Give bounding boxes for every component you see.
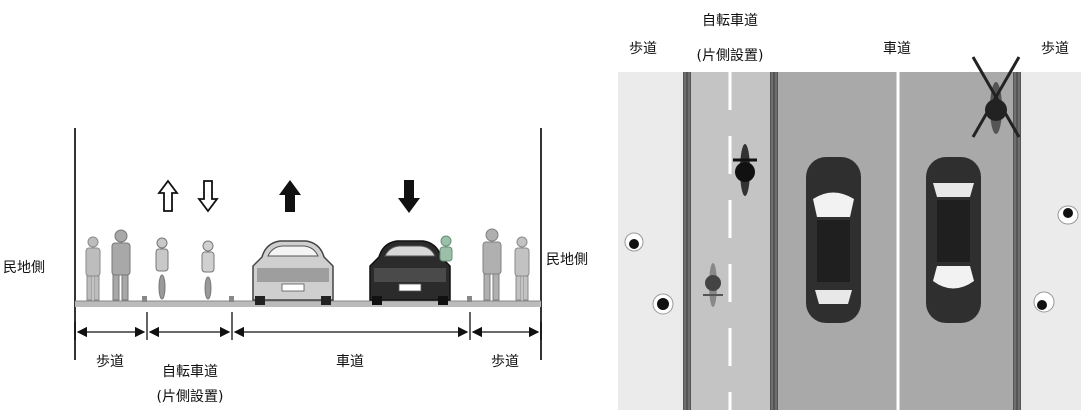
dimension-label-bike-lane-note: (片側設置) <box>157 389 224 405</box>
arrow-up-outline-icon <box>157 179 179 212</box>
cyclist-icon <box>439 235 453 262</box>
pedestrian-top-icon <box>652 293 674 315</box>
arrow-down-outline-icon <box>197 180 219 213</box>
arrow-up-solid-icon <box>279 180 301 212</box>
label-bike-lane: 自転車道 <box>702 12 758 29</box>
cyclist-icon <box>201 240 215 300</box>
dimension-ticks <box>74 312 542 340</box>
separator-strip <box>770 72 778 410</box>
label-roadway: 車道 <box>883 40 911 57</box>
label-sidewalk-left: 歩道 <box>629 41 657 57</box>
side-label-right: 民地側 <box>546 252 588 268</box>
dimension-label-sidewalk-left: 歩道 <box>96 354 124 370</box>
label-bike-lane-note: (片側設置) <box>697 48 764 64</box>
pedestrian-icon <box>111 229 131 301</box>
plan-view-diagram: 歩道 自転車道 (片側設置) 車道 歩道 <box>618 12 1081 410</box>
pedestrian-top-icon <box>1057 205 1079 225</box>
cyclist-top-icon <box>733 144 757 196</box>
sidewalk-right <box>1017 72 1081 410</box>
curb <box>142 296 147 302</box>
separator-strip <box>683 72 691 410</box>
pedestrian-icon <box>482 228 502 301</box>
arrow-down-solid-icon <box>398 180 420 213</box>
side-label-left: 民地側 <box>3 260 45 276</box>
car-front-icon <box>369 240 451 305</box>
curb <box>467 296 472 302</box>
label-sidewalk-right: 歩道 <box>1041 41 1069 57</box>
dimension-label-sidewalk-right: 歩道 <box>491 354 519 370</box>
prohibited-cyclist-icon <box>971 56 1021 138</box>
dimension-label-roadway: 車道 <box>336 353 364 370</box>
cyclist-icon <box>155 237 169 300</box>
car-top-icon <box>806 157 861 323</box>
pedestrian-top-icon <box>1033 291 1055 313</box>
cyclist-top-icon <box>703 263 723 307</box>
pedestrian-icon <box>514 236 530 301</box>
pedestrian-top-icon <box>624 232 644 252</box>
car-front-icon <box>252 240 334 305</box>
pedestrian-icon <box>85 236 101 301</box>
dimension-label-bike-lane: 自転車道 <box>162 363 218 380</box>
ground-surface <box>75 301 541 307</box>
car-top-icon <box>926 157 981 323</box>
curb <box>229 296 234 302</box>
separator-strip <box>1013 72 1021 410</box>
cross-section-diagram: 民地側 民地側 <box>3 128 588 405</box>
